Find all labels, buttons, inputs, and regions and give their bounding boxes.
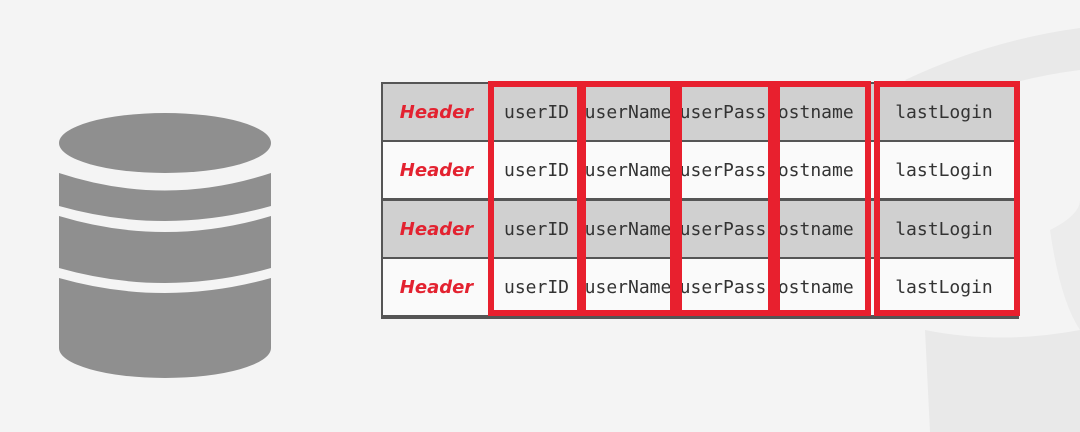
userpass-cell: userPass <box>679 276 767 298</box>
username-cell: userName <box>584 159 672 181</box>
table-row: Header userID userName userPass hostname… <box>383 84 1017 140</box>
userpass-cell: userPass <box>679 218 767 240</box>
username-cell: userName <box>584 101 672 123</box>
lastlogin-cell: lastLogin <box>895 276 993 298</box>
table-row: Header userID userName userPass hostname… <box>383 201 1017 257</box>
hostname-cell: hostname <box>773 159 854 181</box>
lastlogin-cell: lastLogin <box>895 159 993 181</box>
userid-cell: userID <box>503 159 570 181</box>
hostname-cell: hostname <box>773 218 854 240</box>
userid-cell: userID <box>503 218 570 240</box>
userpass-cell: userPass <box>679 101 767 123</box>
lastlogin-cell: lastLogin <box>895 101 993 123</box>
userid-cell: userID <box>503 101 570 123</box>
username-cell: userName <box>584 276 672 298</box>
row-header-cell: Header <box>399 159 474 181</box>
database-icon <box>59 113 271 378</box>
lastlogin-cell: lastLogin <box>895 218 993 240</box>
table-row: Header userID userName userPass hostname… <box>383 142 1017 198</box>
table-row: Header userID userName userPass hostname… <box>383 259 1017 315</box>
row-header-cell: Header <box>399 218 474 240</box>
hostname-cell: hostname <box>773 276 854 298</box>
userpass-cell: userPass <box>679 159 767 181</box>
userid-cell: userID <box>503 276 570 298</box>
username-cell: userName <box>584 218 672 240</box>
data-table: Header userID userName userPass hostname… <box>381 81 1020 319</box>
hostname-cell: hostname <box>773 101 854 123</box>
row-header-cell: Header <box>399 101 474 123</box>
row-header-cell: Header <box>399 276 474 298</box>
